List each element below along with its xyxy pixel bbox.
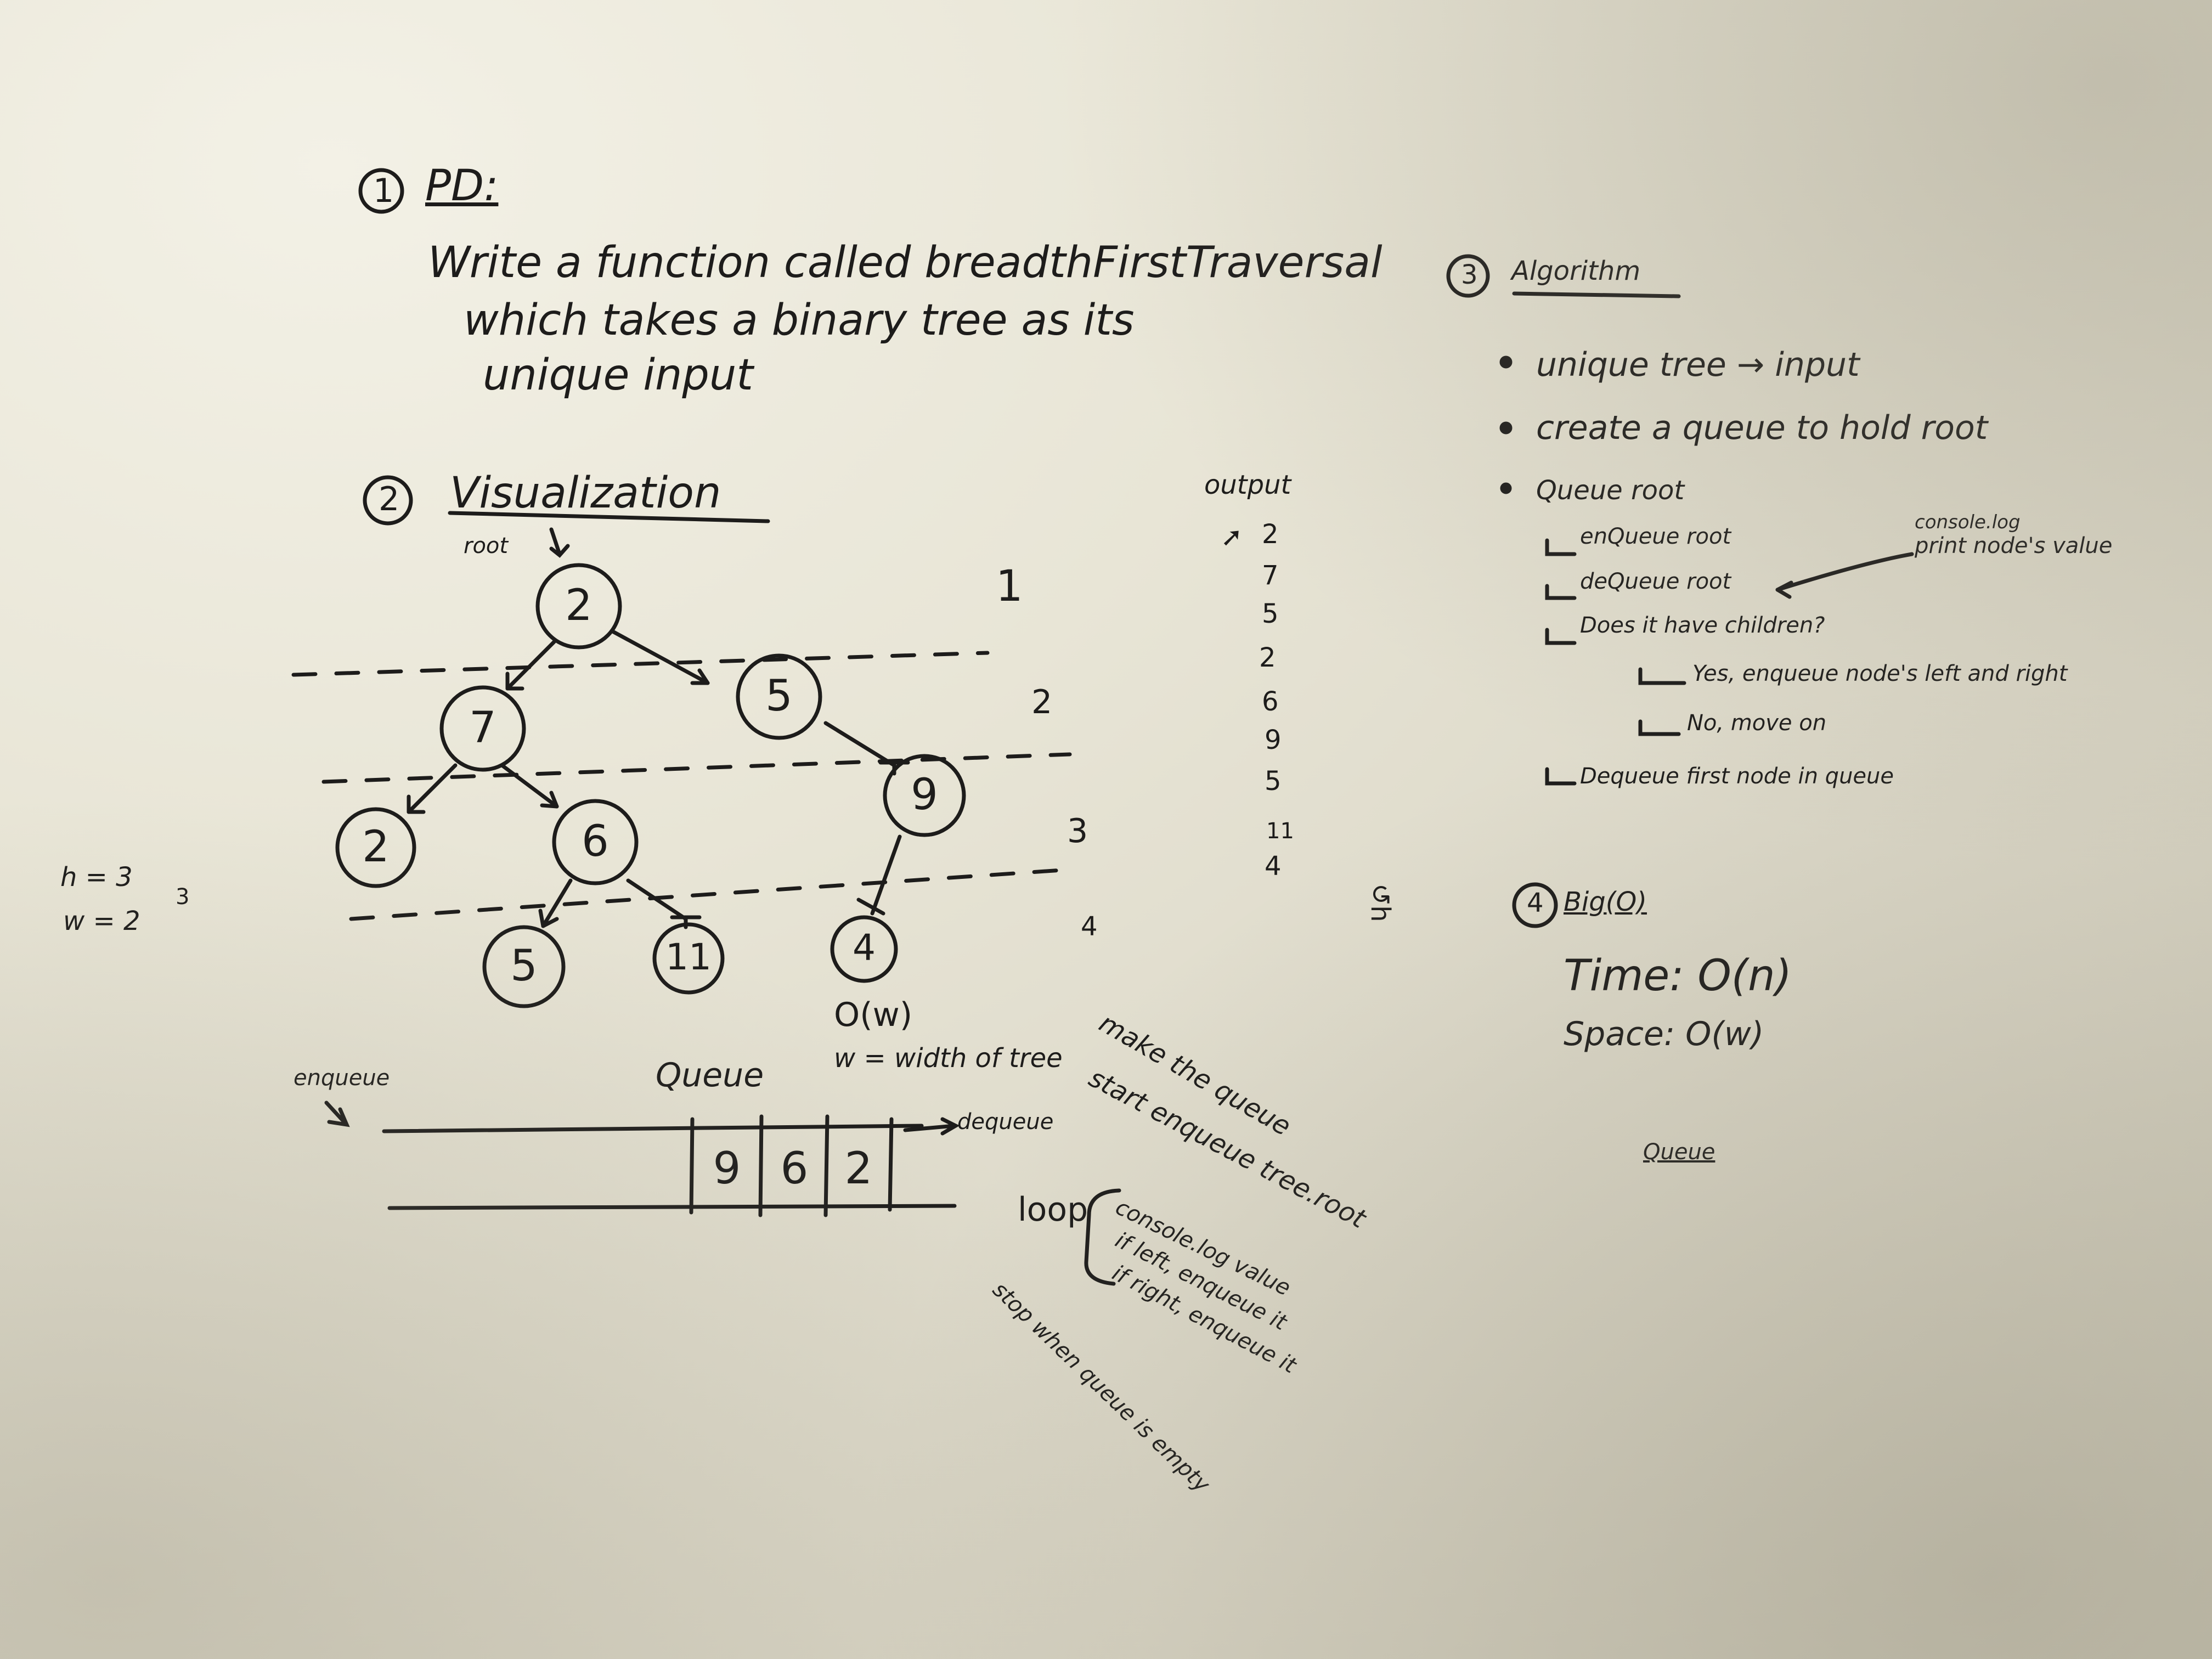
side-mark: ↺h xyxy=(1365,883,1396,922)
section-3-circle xyxy=(1446,254,1490,298)
node-5-bottom-value: 5 xyxy=(510,941,538,991)
problem-heading: PD: xyxy=(425,161,499,211)
enqueue-label: enqueue xyxy=(294,1065,390,1091)
section-2-circle xyxy=(363,475,413,526)
output-arrow: ➚ xyxy=(1221,522,1243,552)
section-4-number: 4 xyxy=(1527,888,1544,918)
width-definition: w = width of tree xyxy=(834,1043,1063,1074)
level-separators xyxy=(291,651,1072,921)
dequeue-label: dequeue xyxy=(957,1109,1054,1135)
visualization-underline xyxy=(448,511,770,523)
output-heading: output xyxy=(1204,470,1291,500)
output-value: 6 xyxy=(1262,686,1279,717)
width-exponent: 3 xyxy=(176,884,190,910)
algorithm-step-3: Does it have children? xyxy=(1580,613,1825,638)
node-11 xyxy=(652,922,725,995)
tree-nodes xyxy=(335,563,966,1008)
queue-note: Queue xyxy=(1643,1139,1716,1165)
tree-edges xyxy=(407,629,910,929)
algorithm-step-arrows xyxy=(1545,538,1686,786)
big-o-heading: Big(O) xyxy=(1564,887,1647,917)
level-number-1: 1 xyxy=(996,562,1023,611)
node-6 xyxy=(552,799,639,885)
output-value: 7 xyxy=(1262,560,1279,591)
node-root xyxy=(535,563,622,650)
algorithm-heading: Algorithm xyxy=(1511,256,1641,286)
output-value: 2 xyxy=(1262,519,1279,550)
algorithm-step-2: deQueue root xyxy=(1580,569,1731,594)
algorithm-step-1: enQueue root xyxy=(1580,524,1731,549)
loop-bracket xyxy=(1084,1188,1121,1286)
problem-line-2: which takes a binary tree as its xyxy=(464,296,1135,345)
algorithm-bullet-3: Queue root xyxy=(1536,475,1685,506)
problem-line-1: Write a function called breadthFirstTrav… xyxy=(428,238,1383,287)
level-number-4: 4 xyxy=(1081,911,1098,942)
section-4-circle xyxy=(1512,882,1558,928)
root-label: root xyxy=(464,533,509,558)
queue-lines xyxy=(324,1101,960,1217)
space-complexity: Space: O(w) xyxy=(1564,1015,1764,1053)
algorithm-step-4: Yes, enqueue node's left and right xyxy=(1692,661,2068,686)
output-value: 5 xyxy=(1265,766,1282,797)
node-9-value: 9 xyxy=(911,770,938,820)
node-9 xyxy=(883,754,966,837)
height-note: h = 3 xyxy=(60,862,133,893)
output-value: 2 xyxy=(1259,642,1276,673)
side-note-arrow xyxy=(1775,552,1914,592)
algorithm-underline xyxy=(1512,291,1681,298)
side-note-text: print node's value xyxy=(1915,533,2113,558)
node-11-value: 11 xyxy=(665,936,712,978)
algorithm-step-5: No, move on xyxy=(1687,710,1827,736)
node-5-top-value: 5 xyxy=(765,672,793,721)
node-7 xyxy=(439,685,526,772)
level-number-2: 2 xyxy=(1031,683,1053,721)
node-root-value: 2 xyxy=(565,581,592,630)
queue-cell: 9 xyxy=(713,1143,741,1194)
node-5-top xyxy=(736,653,822,740)
output-value: 9 xyxy=(1265,725,1282,755)
algorithm-bullet-2: create a queue to hold root xyxy=(1536,409,1988,447)
algorithm-bullets xyxy=(1499,356,1513,494)
level-number-3: 3 xyxy=(1067,812,1088,850)
algorithm-step-6: Dequeue first node in queue xyxy=(1580,764,1894,789)
node-2-bottom xyxy=(335,807,416,888)
node-7-value: 7 xyxy=(469,703,496,753)
node-5-bottom xyxy=(482,925,566,1008)
side-note-title: console.log xyxy=(1915,511,2021,533)
section-2-number: 2 xyxy=(379,480,400,518)
node-4 xyxy=(830,915,898,983)
time-complexity: Time: O(n) xyxy=(1564,951,1792,1001)
queue-cell: 2 xyxy=(844,1143,873,1194)
section-3-number: 3 xyxy=(1461,259,1478,290)
queue-title: Queue xyxy=(656,1056,764,1094)
problem-line-3: unique input xyxy=(483,351,753,400)
node-6-value: 6 xyxy=(582,817,609,866)
node-2-bottom-value: 2 xyxy=(362,822,390,872)
width-note: w = 2 xyxy=(63,906,140,936)
section-1-number: 1 xyxy=(373,172,394,210)
queue-cell: 6 xyxy=(780,1143,809,1194)
visualization-heading: Visualization xyxy=(450,469,721,518)
section-1-circle xyxy=(358,168,404,214)
loop-label: loop xyxy=(1018,1190,1088,1229)
root-arrow xyxy=(549,527,570,558)
algorithm-bullet-1: unique tree → input xyxy=(1536,346,1860,384)
big-o-note: O(w) xyxy=(834,996,913,1034)
output-value: 5 xyxy=(1262,599,1279,629)
output-value: 4 xyxy=(1265,851,1282,882)
node-4-value: 4 xyxy=(853,927,876,969)
output-value: 11 xyxy=(1266,819,1294,844)
